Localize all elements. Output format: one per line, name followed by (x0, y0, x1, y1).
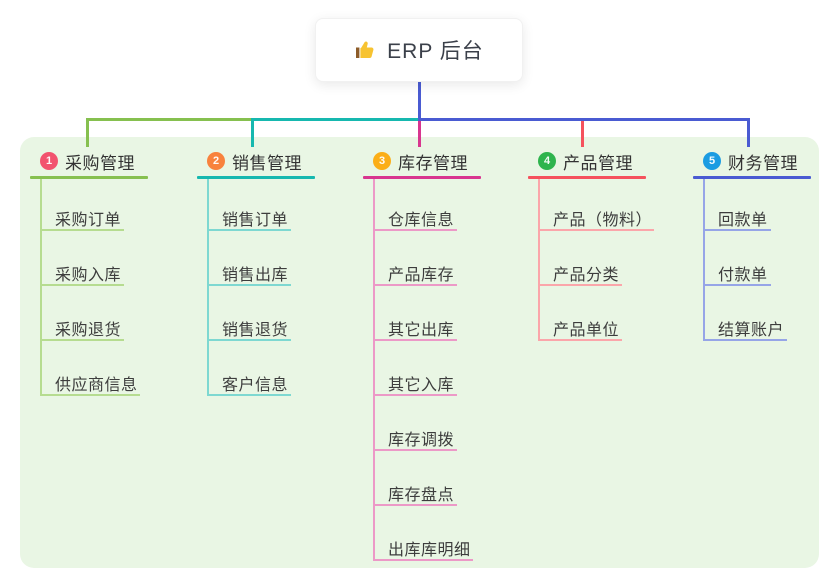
branch-underline (363, 176, 481, 179)
branch-node[interactable]: 5 财务管理 (693, 146, 811, 176)
child-node[interactable]: 销售订单 (222, 212, 289, 229)
branch-underline (30, 176, 148, 179)
child-underline (373, 229, 457, 231)
branch-number-badge: 4 (538, 152, 556, 170)
branch-title: 销售管理 (232, 153, 302, 173)
branch-node[interactable]: 4 产品管理 (528, 146, 646, 176)
child-node[interactable]: 产品（物料） (553, 212, 653, 229)
branch-underline (528, 176, 646, 179)
branch-underline (693, 176, 811, 179)
child-node[interactable]: 库存盘点 (388, 487, 455, 504)
child-node[interactable]: 销售退货 (222, 322, 289, 339)
rail-segment-right (421, 118, 750, 121)
branch-node[interactable]: 3 库存管理 (363, 146, 481, 176)
branch-drop-line (747, 118, 750, 147)
child-node[interactable]: 采购订单 (55, 212, 122, 229)
child-node[interactable]: 供应商信息 (55, 377, 138, 394)
child-underline (40, 284, 124, 286)
child-underline (703, 284, 771, 286)
child-node[interactable]: 产品库存 (388, 267, 455, 284)
child-node[interactable]: 产品单位 (553, 322, 620, 339)
child-node[interactable]: 出库库明细 (388, 542, 471, 559)
child-underline (40, 339, 124, 341)
child-underline (538, 284, 622, 286)
branch-drop-line (251, 118, 254, 147)
branch-title: 采购管理 (65, 153, 135, 173)
children-connector-line (703, 179, 705, 341)
child-underline (373, 504, 457, 506)
branch-drop-line (581, 121, 584, 147)
child-node[interactable]: 库存调拨 (388, 432, 455, 449)
child-underline (40, 229, 124, 231)
child-node[interactable]: 采购退货 (55, 322, 122, 339)
child-node[interactable]: 仓库信息 (388, 212, 455, 229)
branch-drop-line (418, 121, 421, 147)
child-node[interactable]: 采购入库 (55, 267, 122, 284)
child-node[interactable]: 销售出库 (222, 267, 289, 284)
child-node[interactable]: 付款单 (718, 267, 768, 284)
child-underline (703, 229, 771, 231)
child-underline (207, 229, 291, 231)
branch-node[interactable]: 1 采购管理 (30, 146, 148, 176)
children-connector-line (40, 179, 42, 396)
child-node[interactable]: 产品分类 (553, 267, 620, 284)
branch-title: 库存管理 (398, 153, 468, 173)
child-node[interactable]: 其它入库 (388, 377, 455, 394)
child-underline (207, 394, 291, 396)
children-connector-line (538, 179, 540, 341)
branch-node[interactable]: 2 销售管理 (197, 146, 315, 176)
child-underline (373, 394, 457, 396)
branch-number-badge: 3 (373, 152, 391, 170)
branch-underline (197, 176, 315, 179)
child-underline (538, 339, 622, 341)
thumbs-up-icon (356, 41, 374, 58)
rail-segment-left (86, 118, 254, 121)
branch-number-badge: 1 (40, 152, 58, 170)
children-connector-line (207, 179, 209, 396)
child-node[interactable]: 回款单 (718, 212, 768, 229)
children-connector-line (373, 179, 375, 561)
child-underline (538, 229, 654, 231)
branches-panel (20, 137, 819, 568)
trunk-line (418, 82, 421, 121)
root-node[interactable]: ERP 后台 (315, 18, 523, 82)
branch-title: 产品管理 (563, 153, 633, 173)
child-underline (373, 284, 457, 286)
branch-drop-line (86, 118, 89, 147)
child-underline (207, 284, 291, 286)
child-node[interactable]: 客户信息 (222, 377, 289, 394)
child-underline (373, 339, 457, 341)
child-underline (40, 394, 140, 396)
branch-title: 财务管理 (728, 153, 798, 173)
root-label: ERP 后台 (387, 40, 484, 63)
child-node[interactable]: 结算账户 (718, 322, 785, 339)
child-underline (373, 559, 473, 561)
child-underline (703, 339, 787, 341)
child-node[interactable]: 其它出库 (388, 322, 455, 339)
branch-number-badge: 2 (207, 152, 225, 170)
child-underline (207, 339, 291, 341)
child-underline (373, 449, 457, 451)
rail-segment-middle (254, 118, 418, 121)
branch-number-badge: 5 (703, 152, 721, 170)
